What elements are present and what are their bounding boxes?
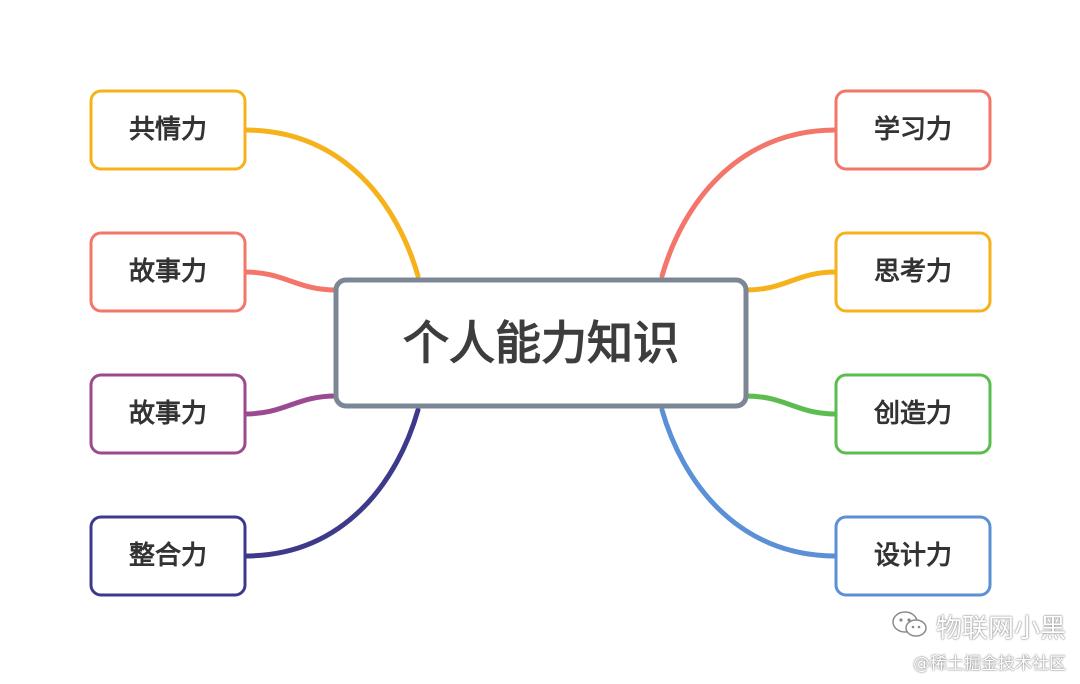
watermark-site: @稀土掘金技术社区 (913, 654, 1066, 674)
center-node-box (333, 277, 749, 409)
branch-node-left-3[interactable]: 故事力 (89, 373, 247, 455)
branch-node-box (89, 373, 247, 455)
branch-node-box (89, 231, 247, 313)
connector-line (659, 127, 839, 279)
branch-node-right-4[interactable]: 设计力 (834, 515, 992, 597)
branch-node-box (89, 89, 247, 171)
branch-node-right-3[interactable]: 创造力 (834, 373, 992, 455)
branch-node-box (834, 515, 992, 597)
connectors (242, 127, 839, 559)
branch-node-label: 思考力 (874, 257, 952, 287)
branch-node-left-2[interactable]: 故事力 (89, 231, 247, 313)
branch-node-label: 整合力 (129, 540, 207, 571)
branch-node-box (834, 231, 992, 313)
center-node[interactable]: 个人能力知识 (333, 277, 749, 409)
branch-node-label: 共情力 (129, 115, 207, 145)
branch-node-label: 故事力 (129, 257, 207, 287)
branch-node-label: 设计力 (874, 541, 952, 571)
branch-node-left-4[interactable]: 整合力 (89, 515, 247, 597)
branch-node-box (834, 89, 992, 171)
wechat-icon (890, 609, 930, 645)
watermark-brand: 物联网小黑 (935, 614, 1066, 644)
watermark-brand-row: 物联网小黑 (890, 608, 1066, 645)
branch-node-box (834, 373, 992, 455)
connector-line (242, 269, 339, 293)
branch-node-box (89, 515, 247, 597)
connector-line (743, 393, 839, 417)
connector-line (242, 393, 339, 417)
branch-node-left-1[interactable]: 共情力 (89, 89, 247, 171)
branch-node-right-2[interactable]: 思考力 (834, 231, 992, 313)
connector-line (242, 407, 421, 559)
branch-node-right-1[interactable]: 学习力 (834, 89, 992, 171)
connector-line (743, 269, 839, 293)
branch-node-label: 学习力 (874, 114, 952, 145)
center-node-label: 个人能力知识 (403, 316, 679, 370)
branch-node-label: 故事力 (129, 399, 207, 429)
branch-node-label: 创造力 (873, 399, 952, 429)
watermark: 物联网小黑 @稀土掘金技术社区 (890, 608, 1066, 674)
connector-line (659, 407, 839, 559)
connector-line (242, 127, 421, 279)
